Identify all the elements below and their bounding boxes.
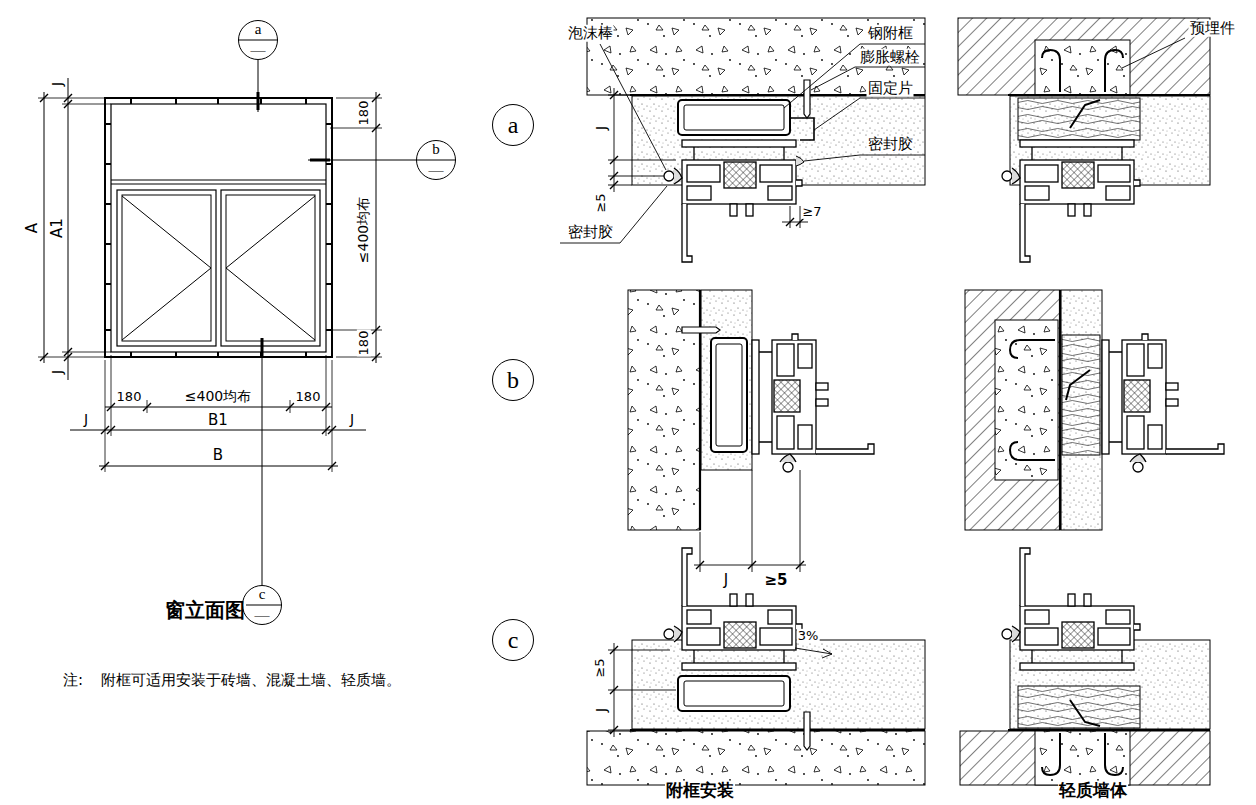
dimension-label: 180 [116, 390, 143, 404]
dimension-label: J [349, 412, 355, 427]
detail-marker: b [492, 359, 534, 401]
marker-letter: b [507, 367, 519, 393]
dimension-label: ≥7 [801, 205, 822, 219]
dimension-label: ≤400均布 [184, 389, 252, 404]
dimension-label: 180 [357, 330, 371, 357]
dimension-label: B1 [207, 412, 229, 429]
dimension-label: ≥5 [593, 657, 607, 678]
part-label: 钢附框 [867, 25, 914, 42]
dimension-label: J [594, 125, 609, 131]
dimension-label: J [594, 707, 609, 713]
dimension-label: ≤400均布 [356, 196, 371, 264]
slope-label: 3% [797, 629, 820, 643]
marker-letter: c [259, 586, 266, 603]
marker-letter: a [508, 112, 519, 138]
dimension-label: ≥5 [594, 192, 608, 213]
marker-letter: a [255, 21, 262, 38]
note-label: 注: [62, 672, 84, 689]
dimension-label: J [50, 369, 65, 375]
dimension-label: J [723, 572, 729, 589]
dimension-label: 180 [357, 100, 371, 127]
marker-sheet: — [251, 42, 266, 59]
marker-letter: c [508, 627, 519, 653]
dimension-label: J [50, 81, 65, 87]
part-label: 密封胶 [867, 136, 914, 153]
note-text: 附框可适用安装于砖墙、混凝土墙、轻质墙。 [100, 672, 402, 689]
part-label: 密封胶 [567, 224, 614, 241]
drawing-caption: 窗立面图 [164, 599, 246, 621]
dimension-label: 180 [295, 390, 322, 404]
marker-sheet: — [429, 162, 444, 179]
dimension-label: A1 [49, 217, 66, 239]
marker-letter: b [432, 141, 440, 158]
detail-marker: a [492, 104, 534, 146]
dimension-label: ≥5 [763, 572, 788, 589]
detail-caption: 附框安装 [665, 781, 735, 800]
part-label: 泡沫棒 [567, 25, 614, 42]
section-marker: a— [238, 20, 278, 60]
part-label: 固定片 [867, 80, 914, 97]
marker-sheet: — [255, 607, 270, 624]
part-label: 膨胀螺栓 [859, 49, 921, 66]
dimension-label: A [24, 222, 41, 234]
section-marker: b— [416, 140, 456, 180]
detail-marker: c [492, 619, 534, 661]
detail-caption: 轻质墙体 [1058, 781, 1128, 800]
dimension-label: B [212, 447, 224, 464]
part-label: 预埋件 [1189, 20, 1236, 37]
dimension-label: J [83, 412, 89, 427]
section-marker: c— [242, 585, 282, 625]
